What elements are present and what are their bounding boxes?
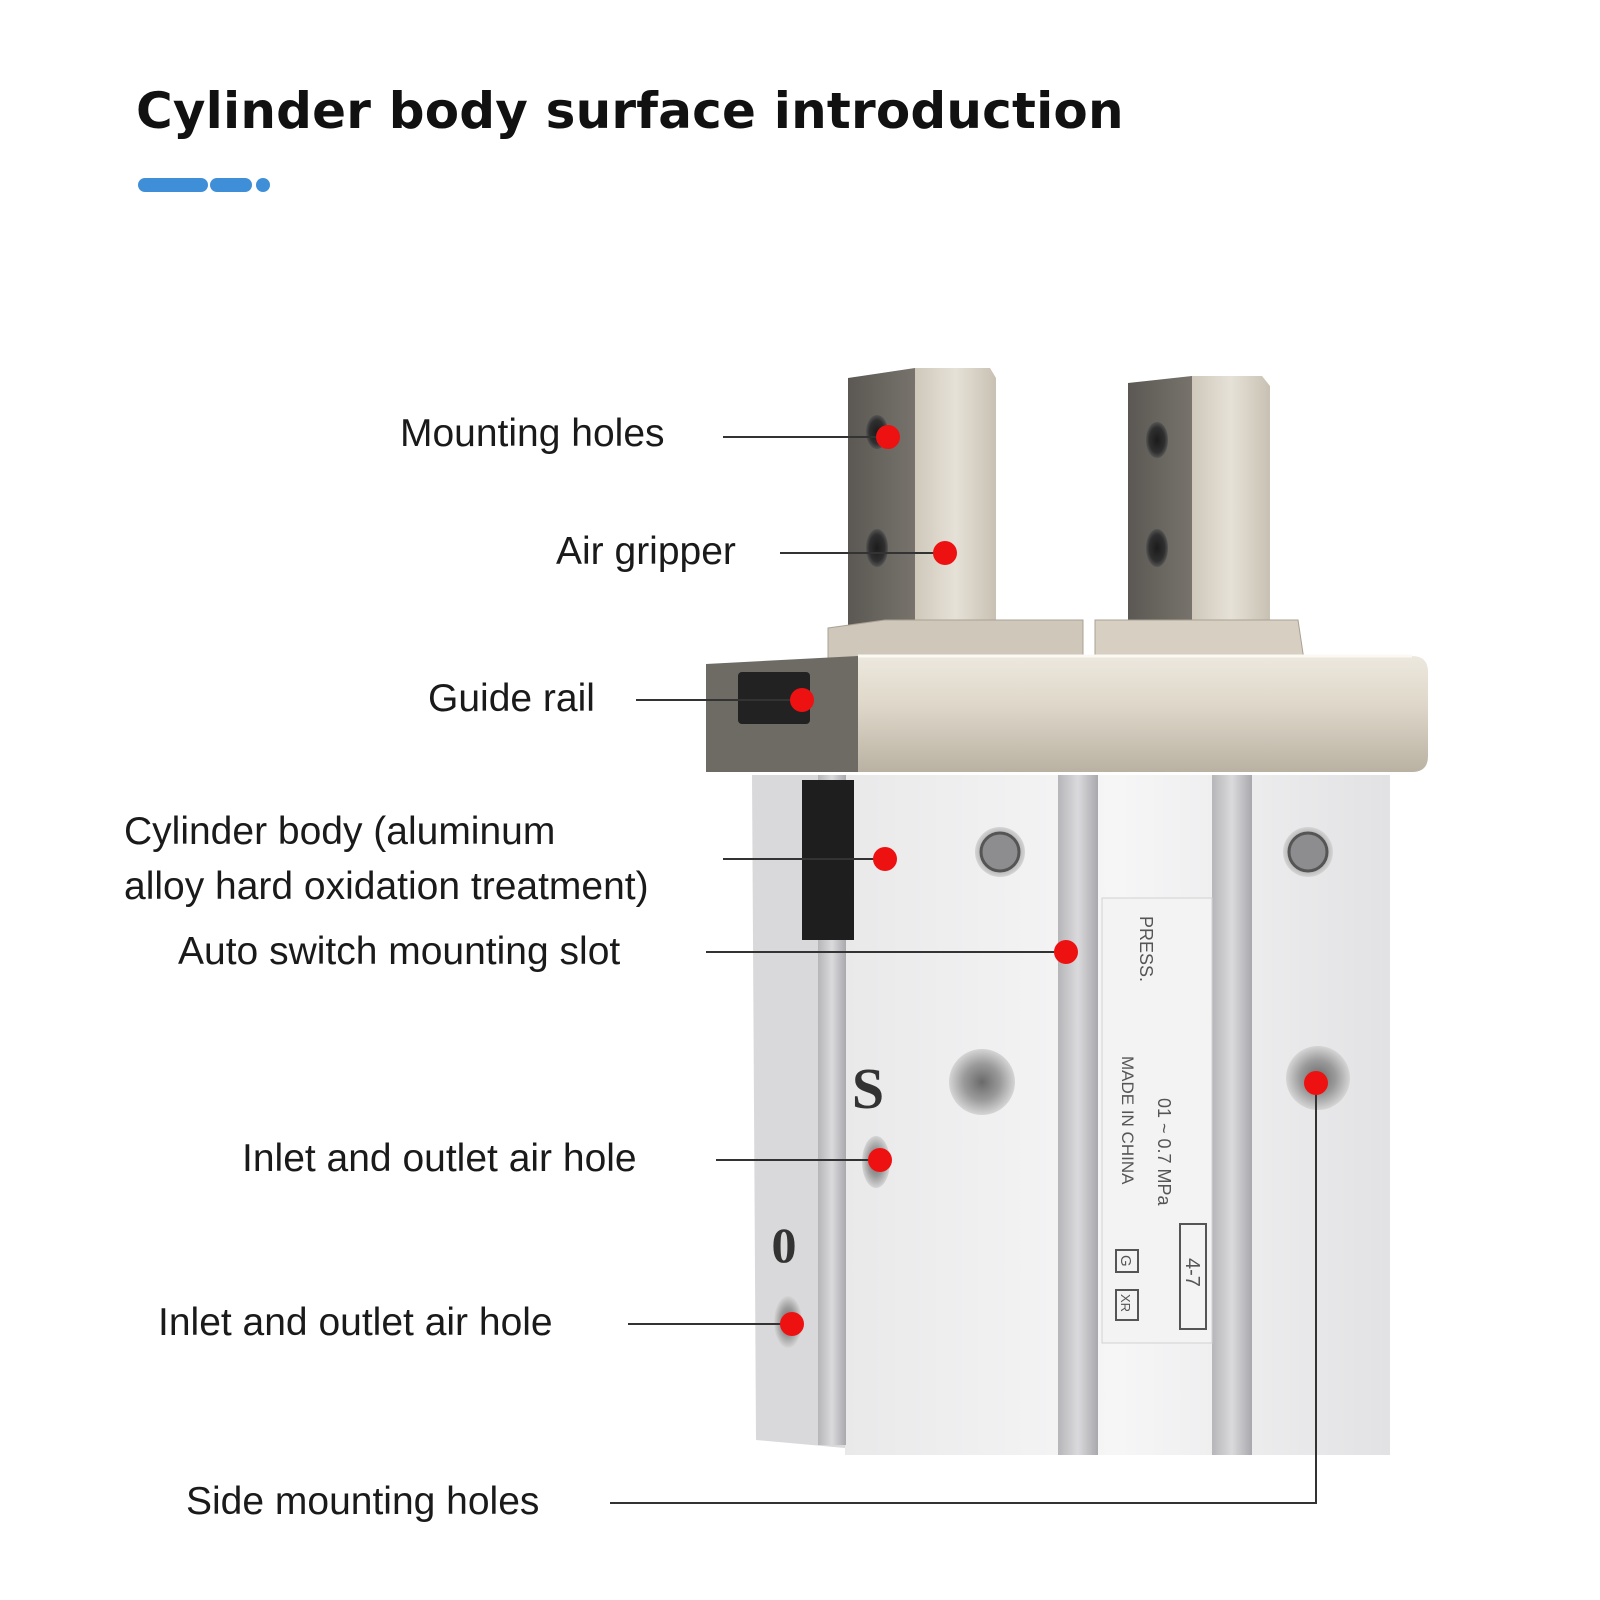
label-inlet-outlet-1: Inlet and outlet air hole (242, 1137, 637, 1180)
marker-cylinder-body (873, 847, 897, 871)
right-finger (1128, 376, 1270, 640)
label-air-gripper: Air gripper (556, 530, 736, 573)
marker-air-gripper (933, 541, 957, 565)
left-finger (848, 368, 996, 650)
marker-inlet-outlet-2 (780, 1312, 804, 1336)
underline-dash-short (210, 178, 252, 192)
plate-g-text: G (1117, 1255, 1134, 1267)
port-s-marking: S (852, 1056, 884, 1121)
plate-xr-text: XR (1118, 1294, 1133, 1312)
underline-dot (256, 178, 270, 192)
plate-code-text: 4-7 (1181, 1258, 1203, 1287)
marker-auto-switch-slot (1054, 940, 1078, 964)
plate-range-text: 01 ~ 0.7 MPa (1154, 1098, 1174, 1207)
label-guide-rail: Guide rail (428, 677, 595, 720)
page-title: Cylinder body surface introduction (136, 82, 1124, 140)
cylinder-body: S 0 PRESS. 01 ~ 0.7 MPa MADE IN CHINA 4-… (752, 775, 1390, 1455)
callout-markers (780, 425, 1328, 1336)
underline-dash-long (138, 178, 208, 192)
guide-rail-block (706, 654, 1428, 772)
port-o-marking: 0 (772, 1217, 797, 1273)
leader-lines (610, 436, 1317, 1504)
label-mounting-holes: Mounting holes (400, 412, 665, 455)
leader-side-mounting-holes (610, 1083, 1317, 1504)
label-cylinder-body-line1: Cylinder body (aluminum (124, 810, 556, 853)
label-auto-switch-slot: Auto switch mounting slot (178, 930, 621, 973)
marker-mounting-holes (876, 425, 900, 449)
marker-inlet-outlet-1 (868, 1148, 892, 1172)
plate-origin-text: MADE IN CHINA (1118, 1056, 1137, 1185)
plate-press-text: PRESS. (1136, 916, 1156, 982)
label-side-mounting-holes: Side mounting holes (186, 1480, 540, 1523)
marker-guide-rail (790, 688, 814, 712)
label-inlet-outlet-2: Inlet and outlet air hole (158, 1301, 553, 1344)
label-cylinder-body-line2: alloy hard oxidation treatment) (124, 865, 649, 908)
marker-side-mounting-holes (1304, 1071, 1328, 1095)
